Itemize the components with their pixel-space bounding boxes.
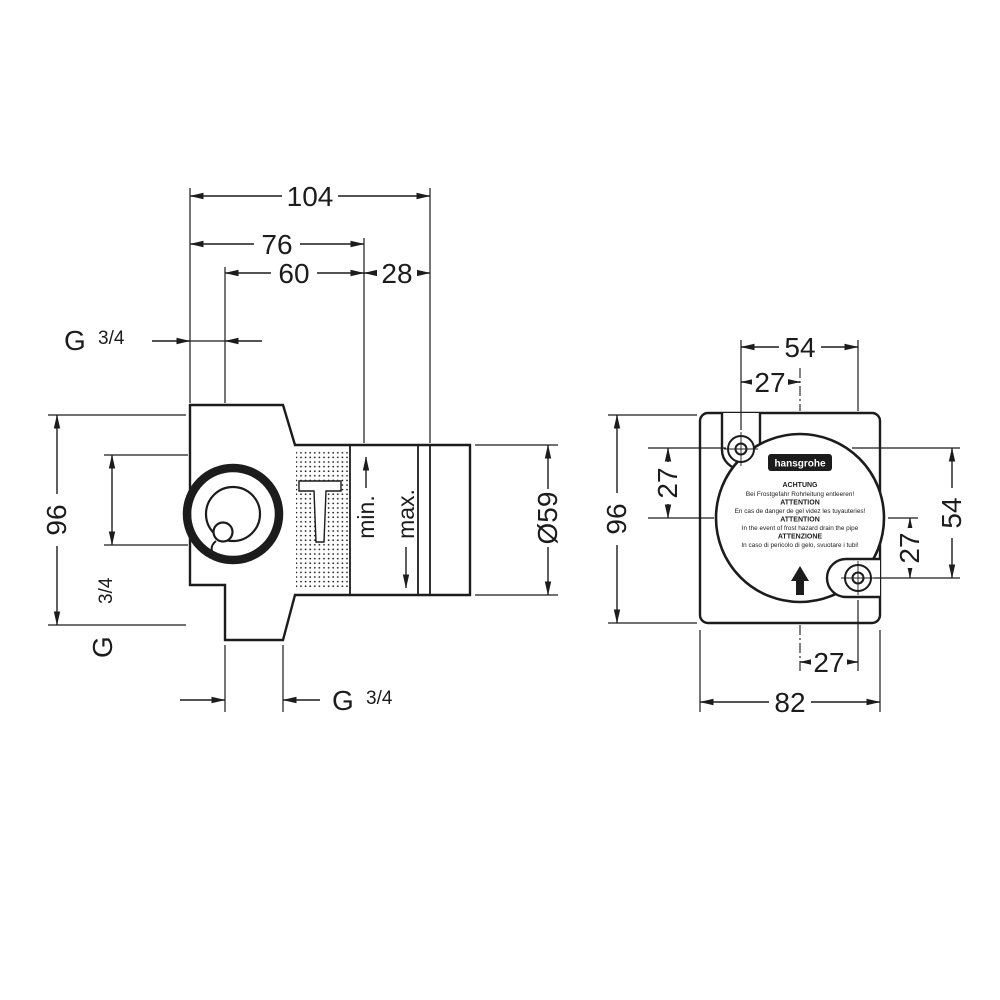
warning-label: hansgrohe ACHTUNG Bei Frostgefahr Rohrle… <box>735 454 866 595</box>
dim-width-28: 28 <box>363 258 431 289</box>
dim-width-60: 60 <box>224 258 365 289</box>
hansgrohe-logo-plate <box>768 454 832 471</box>
dim-54-top: 54 <box>740 332 859 363</box>
dim-54-right: 54 <box>936 447 967 579</box>
dim-width-76: 76 <box>189 229 365 260</box>
dim-27-top: 27 <box>740 367 801 398</box>
min-label: min. <box>353 495 379 538</box>
max-label: max. <box>393 489 419 539</box>
dim-82-bottom: 82 <box>699 687 881 718</box>
right-view: hansgrohe ACHTUNG Bei Frostgefahr Rohrle… <box>601 332 967 718</box>
warning-line-3: ATTENTION <box>780 500 820 507</box>
cartridge-ring-outer <box>182 463 284 565</box>
dim-27-right-value: 27 <box>894 532 925 563</box>
dim-27-bottom-value: 27 <box>813 647 844 678</box>
thread-frac-bottom: 3/4 <box>366 688 393 709</box>
dim-96-value: 96 <box>41 504 72 535</box>
dim-diameter-59: Ø59 <box>475 444 563 596</box>
thread-frac-top: 3/4 <box>98 328 125 349</box>
warning-line-1: ACHTUNG <box>783 482 819 489</box>
dim-dia59-value: Ø59 <box>532 492 563 545</box>
warning-line-8: In caso di pericolo di gelo, svuotare i … <box>741 542 858 549</box>
warning-line-5: ATTENTION <box>780 517 820 524</box>
dim-54-right-value: 54 <box>936 497 967 528</box>
thread-g-side: G <box>87 636 118 658</box>
thread-callout-side: 3/4 G <box>87 454 188 658</box>
dim-76-value: 76 <box>261 229 292 260</box>
hansgrohe-logo-text: hansgrohe <box>774 459 826 470</box>
warning-line-4: En cas de danger de gel videz les tuyaut… <box>735 508 866 515</box>
warning-line-6: In the event of frost hazard drain the p… <box>742 525 859 532</box>
thread-callout-top: G 3/4 <box>64 325 262 356</box>
valve-spindle <box>298 480 342 543</box>
dim-60-value: 60 <box>278 258 309 289</box>
min-depth-marker: min. <box>353 456 379 539</box>
dim-width-104: 104 <box>189 181 431 212</box>
dim-96-right-view: 96 <box>601 414 632 624</box>
dim-28-value: 28 <box>381 258 412 289</box>
screw-bottom-right <box>841 561 875 595</box>
dim-27-bottom: 27 <box>799 647 859 678</box>
thread-frac-side: 3/4 <box>96 577 117 604</box>
warning-line-2: Bei Frostgefahr Rohrleitung entleeren! <box>746 491 855 498</box>
dim-27-top-value: 27 <box>754 367 785 398</box>
thread-callout-bottom: G 3/4 <box>180 645 393 716</box>
flow-direction-arrow-icon <box>791 566 809 595</box>
cartridge-pin <box>212 521 234 543</box>
dim-27-left: 27 <box>652 447 683 519</box>
dim-104-value: 104 <box>287 181 334 212</box>
warning-line-7: ATTENZIONE <box>778 534 823 541</box>
cartridge-hook <box>210 540 218 555</box>
dim-96-value: 96 <box>601 503 632 534</box>
left-view: min. max. 104 76 60 <box>41 181 563 716</box>
cartridge-ring-inner <box>204 485 262 543</box>
dim-27-right: 27 <box>894 517 925 579</box>
dim-54-top-value: 54 <box>784 332 815 363</box>
dim-height-96-left-view: 96 <box>41 414 186 626</box>
thread-g-bottom: G <box>332 685 354 716</box>
dim-82-value: 82 <box>774 687 805 718</box>
screw-top-left <box>724 432 758 466</box>
dim-27-left-value: 27 <box>652 467 683 498</box>
max-depth-marker: max. <box>393 489 419 589</box>
thread-g-top: G <box>64 325 86 356</box>
